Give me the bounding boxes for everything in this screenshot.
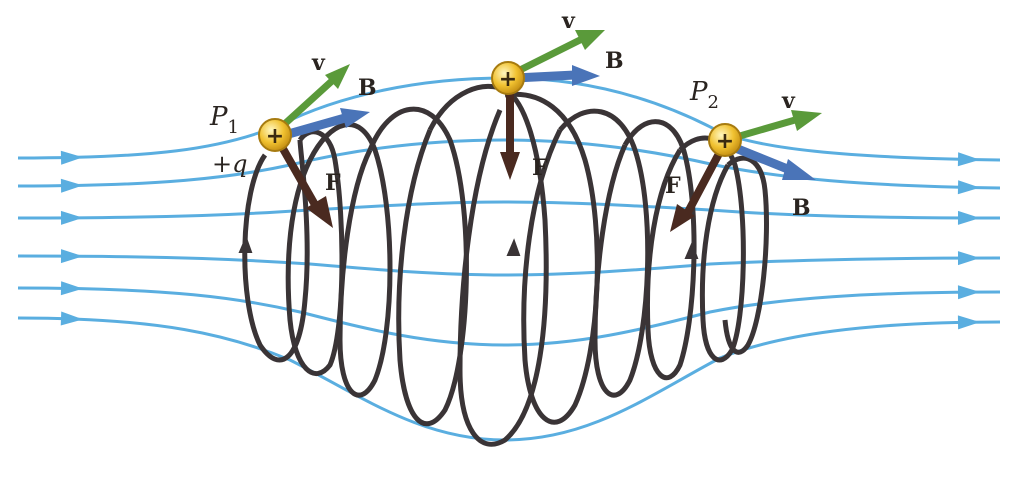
force-arrows [274, 81, 726, 232]
field-arrowhead-icon [60, 150, 83, 165]
trajectory-coil-mid-3 [504, 91, 600, 425]
trajectory-arrow-mid-icon [506, 238, 521, 256]
charge-p1-sign: + [266, 124, 284, 149]
trajectory-coil-left-1 [242, 139, 310, 363]
trajectory-coil-mid-1 [367, 106, 469, 427]
force-arrow-p1 [274, 136, 333, 228]
field-arrowhead-icon [60, 249, 83, 264]
label-b-p2: B [792, 195, 811, 221]
label-f-p1: F [325, 170, 341, 196]
velocity-arrow-p1 [274, 64, 350, 134]
field-arrowhead-icon [60, 178, 83, 193]
charge-top: + [491, 61, 525, 95]
field-line-6 [17, 316, 1001, 442]
field-arrowhead-icon [957, 152, 981, 167]
charge-p2-sign: + [716, 129, 734, 154]
trajectory-coil-right-4 [722, 155, 769, 355]
label-v-p2: v [781, 88, 796, 114]
charges: + + + [258, 61, 742, 157]
trajectory-coil-right-1 [558, 108, 651, 398]
force-arrow-p2 [670, 144, 726, 232]
field-arrow-top [510, 65, 600, 86]
charge-p2-ball [708, 123, 742, 157]
charge-top-sign: + [499, 67, 517, 92]
field-arrowhead-icon [60, 281, 83, 296]
label-p2-subscript: 2 [708, 92, 719, 113]
field-line-4 [17, 254, 1001, 277]
label-b-p1: B [358, 75, 377, 101]
label-p2: P2 [689, 77, 719, 113]
field-arrowhead-icon [957, 251, 980, 266]
label-v-p1: v [311, 50, 326, 76]
labels: v B F P1 +q v B F P2 v B F [209, 8, 811, 221]
label-b-top: B [605, 48, 624, 74]
trajectory-coil-left-3 [307, 122, 393, 398]
field-arrowhead-icon [60, 210, 83, 225]
trajectory-arrow-right-icon [684, 241, 699, 259]
label-p1: P1 [209, 102, 239, 138]
trajectory-arrow-left-icon [238, 235, 253, 253]
label-f-p2: F [665, 173, 681, 199]
field-arrowhead-icon [60, 311, 83, 326]
field-arrowhead-icon [957, 285, 981, 300]
force-arrow-top [500, 81, 520, 180]
label-v-top: v [561, 8, 576, 34]
field-line-5 [17, 286, 1001, 347]
charge-p1: + [258, 118, 292, 152]
field-arrow-p1 [280, 108, 370, 140]
trajectory-coil-left-2 [285, 129, 345, 377]
trajectory-direction-arrows [238, 235, 699, 259]
charge-p1-ball [258, 118, 292, 152]
field-line-3 [17, 200, 1001, 220]
label-p1-subscript: 1 [228, 117, 239, 138]
charge-top-ball [491, 61, 525, 95]
label-f-top: F [532, 155, 548, 181]
field-arrowhead-icon [957, 210, 981, 225]
field-arrowhead-icon [957, 315, 980, 330]
charge-p2: + [708, 123, 742, 157]
label-plus-q: +q [212, 150, 247, 178]
velocity-arrow-top [506, 30, 605, 79]
trajectory-coil-right-2 [622, 119, 697, 381]
field-arrowhead-icon [957, 180, 981, 195]
field-line-arrowheads [60, 150, 981, 330]
